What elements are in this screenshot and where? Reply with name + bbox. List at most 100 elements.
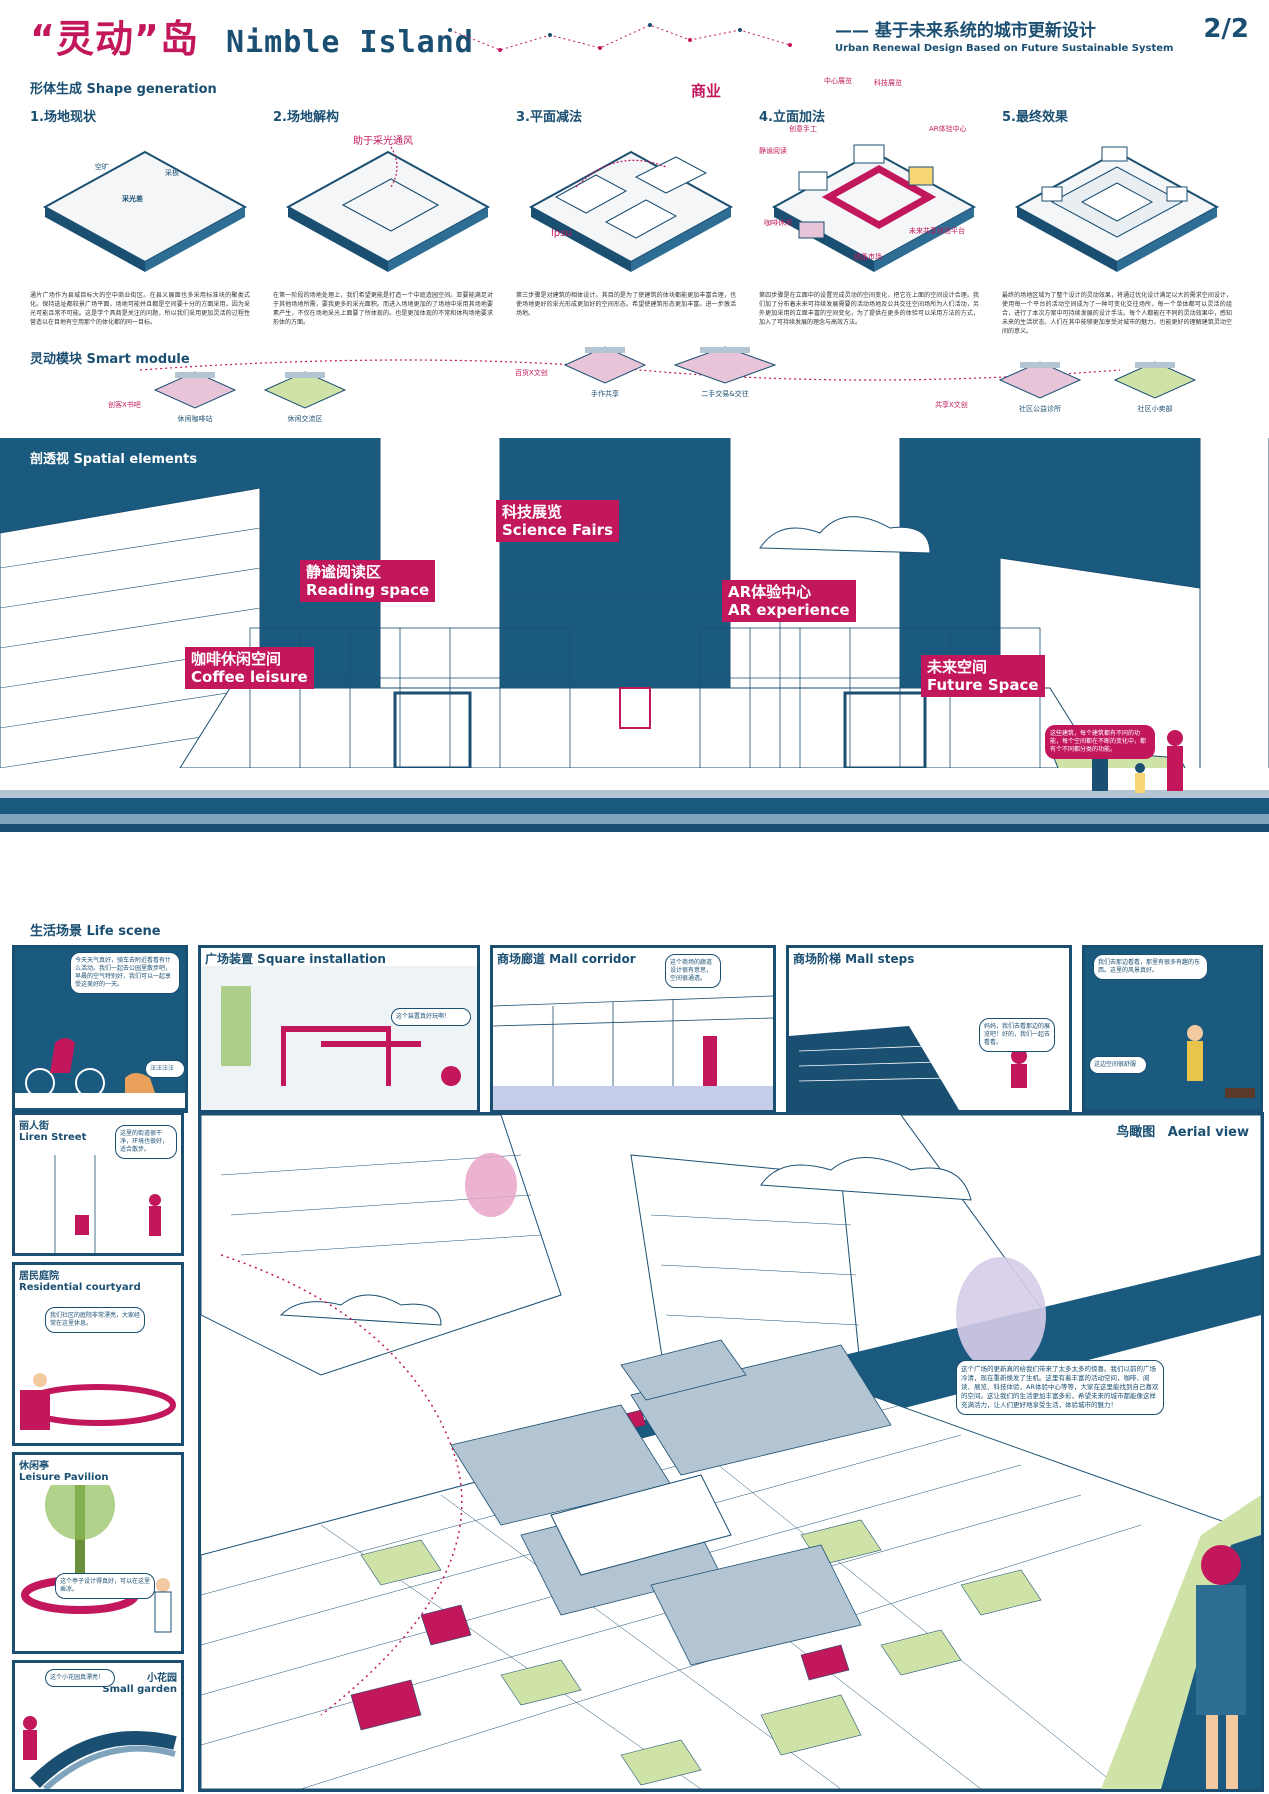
module-connector-line [139, 359, 1121, 381]
panel-title: 休闲亭 Leisure Pavilion [19, 1457, 108, 1483]
installation-drawing [201, 966, 477, 1110]
step-text: 通片广场作为县城目标大的空中商业街区。在县义展面也多采用标准块的聚类式化。保持选… [30, 292, 250, 326]
tag-en: Science Fairs [502, 521, 613, 539]
tag-science-fairs: 科技展览 Science Fairs [496, 500, 619, 542]
module-label: 二手交易&交往 [701, 390, 749, 398]
step-text: 第三步骤是对建筑的相体设计。其目的是为了使建筑的体块都能更加丰富合理，也使场地更… [516, 292, 736, 317]
panel-bubble: 这里的街道很干净，环境也很好，适合散步。 [115, 1125, 177, 1159]
module-iso [998, 361, 1082, 399]
tag-cn: 咖啡休闲空间 [191, 650, 282, 668]
aerial-drawing [201, 1115, 1261, 1789]
step3-label-1: lpsu [551, 228, 572, 239]
module-label: 休闲咖啡站 [177, 415, 213, 423]
title-en: Residential courtyard [19, 1282, 141, 1293]
module-note-5: 共享X文创 [935, 401, 968, 409]
page-number: 2/2 [1203, 14, 1249, 44]
module-iso [263, 371, 347, 409]
site-status-iso [42, 150, 248, 272]
module-3: 手作共享 [560, 345, 650, 399]
step4-label-0: 中心展览 [824, 77, 852, 85]
step2-label-0: 助于采光通风 [353, 136, 413, 147]
panel-bubble: 我们去那边看看，那里有很多有趣的东西。这里的风景真好。 [1093, 954, 1208, 980]
walker-figure [1187, 1025, 1255, 1098]
life-scene-heading: 生活场景 Life scene [30, 924, 161, 939]
side-panel-liren-street: 丽人街 Liren Street 这里的街道很干净，环境也很好，适合散步。 [12, 1112, 184, 1256]
shape-step-2: 2.场地解构 助于采光通风 在第一阶段的场地处理上，我们希望更能是打造一个中庭造… [273, 106, 493, 336]
step1-label-0: 空旷 [95, 163, 109, 171]
spatial-elements-heading: 剖透视 Spatial elements [30, 452, 198, 467]
aerial-title: 鸟瞰图 Aerial view [1116, 1121, 1249, 1140]
constellation-decoration [448, 23, 792, 52]
step-title: 1.场地现状 [30, 110, 96, 125]
panel-title: 商场廊道 Mall corridor [497, 952, 636, 966]
tag-en: Future Space [927, 676, 1039, 694]
title-cn: 丽人街 [19, 1121, 49, 1132]
shape-generation-heading: 形体生成 Shape generation [30, 82, 217, 97]
module-label: 手作共享 [591, 390, 619, 398]
final-effect-iso [1014, 146, 1220, 272]
step-title: 2.场地解构 [273, 110, 339, 125]
tag-cn: AR体验中心 [728, 583, 812, 601]
side-panel-leisure-pavilion: 休闲亭 Leisure Pavilion 这个亭子设计得真好，可以在这里乘凉。 [12, 1452, 184, 1654]
step-title: 3.平面减法 [516, 110, 582, 125]
module-iso [673, 346, 777, 384]
panel-title: 广场装置 Square installation [205, 952, 386, 966]
title-en: Small garden [102, 1684, 177, 1695]
panel-bubble: 妈妈，我们去看那边的展览吧！好的，我们一起去看看。 [979, 1018, 1055, 1052]
title-en: Nimble Island [226, 25, 474, 60]
tag-ar-experience: AR体验中心 AR experience [722, 580, 856, 622]
section-speech-bubble: 这些建筑，每个建筑都有不同的功能，每个空间都在不断的变化中，都有个不同都分类的功… [1045, 725, 1155, 759]
panel-bubble-2: 这边空间很舒服 [1089, 1056, 1147, 1074]
panel-title: 丽人街 Liren Street [19, 1117, 86, 1143]
life-panel-mall-corridor: 商场廊道 Mall corridor 这个商场的廊道设计很有意思，空间很通透。 [490, 945, 776, 1113]
aerial-title-cn: 鸟瞰图 [1116, 1125, 1156, 1140]
street-drawing [54, 1155, 161, 1253]
step4-label-7: 跳蚤市场 [854, 253, 882, 261]
step4-label-3: AR体验中心 [929, 125, 967, 133]
tag-en: Reading space [306, 581, 430, 599]
module-note-1: 创客X书吧 [108, 401, 141, 409]
tag-cn: 未来空间 [927, 658, 988, 676]
side-panel-small-garden: 小花园 Small garden 这个小花园真漂亮！ [12, 1660, 184, 1792]
module-label: 休闲交流区 [287, 415, 323, 423]
title-cn: 小花园 [147, 1673, 177, 1684]
panel-title: 居民庭院 Residential courtyard [19, 1267, 141, 1293]
module-5: 社区公益诊所 [995, 360, 1085, 414]
shape-step-5: 5.最终效果 最终的场地区域为了整个设计的灵动效果，将通过优化设计满足以大的需求… [1002, 106, 1232, 336]
module-label: 社区公益诊所 [1019, 405, 1061, 413]
step-title: 4.立面加法 [759, 110, 825, 125]
panel-title: 商场阶梯 Mall steps [793, 952, 915, 966]
step3-label-0: 商业 [691, 82, 722, 100]
side-panel-residential-courtyard: 居民庭院 Residential courtyard 我们社区的庭院非常漂亮，大… [12, 1262, 184, 1446]
aerial-speech-bubble: 这个广场的更新真的给我们带来了太多太多的惊喜。我们以前的广场冷清，现在重新焕发了… [956, 1360, 1164, 1415]
corridor-drawing [493, 966, 773, 1110]
step-text: 在第一阶段的场地处理上，我们希望更能是打造一个中庭造园空间。亚要能满足对于其他场… [273, 292, 493, 326]
plane-subtraction-iso [528, 150, 734, 272]
step4-label-2: 创意手工 [789, 125, 817, 133]
step-text: 第四步骤是在立面中的设置完成灵动的空间变化，把它在上面的空间设计合理。我们加了分… [759, 292, 979, 326]
panel-bubble: 这个亭子设计得真好，可以在这里乘凉。 [55, 1573, 155, 1599]
life-panel-mall-steps: 商场阶梯 Mall steps 妈妈，我们去看那边的展览吧！好的，我们一起去看看… [786, 945, 1072, 1113]
facade-addition-iso [771, 144, 977, 272]
panel-bubble: 这个装置真好玩啊！ [391, 1008, 471, 1026]
tag-en: Coffee leisure [191, 668, 308, 686]
life-panel-bike: 今天天气真好，骑车去附近看看有什么活动。我们一起去公园里散步吧，早晨的空气特别好… [12, 945, 188, 1113]
aerial-view: 鸟瞰图 Aerial view 这个广场的更新真的给我们带来了太多太多的惊喜。我… [198, 1112, 1264, 1792]
title-block: “灵动”岛 Nimble Island [30, 8, 474, 63]
aerial-title-en: Aerial view [1167, 1125, 1249, 1140]
step1-label-2: 采光差 [122, 195, 143, 203]
shape-step-4: 4.立面加法 中心展览 科技展览 创意手工 AR体验中心 静谧阅读 咖啡休闲 未… [759, 77, 979, 336]
title-en: Leisure Pavilion [19, 1472, 109, 1483]
module-4: 二手交易&交往 [670, 345, 780, 399]
cyclist-figure [15, 1038, 185, 1108]
step4-label-4: 静谧阅读 [759, 147, 787, 155]
panel-bubble: 我们社区的庭院非常漂亮，大家经常在这里休息。 [45, 1307, 145, 1333]
tag-reading-space: 静谧阅读区 Reading space [300, 560, 436, 602]
step4-label-6: 未来共享体验平台 [909, 227, 965, 235]
tag-cn: 静谧阅读区 [306, 563, 382, 581]
title-cn: “灵动”岛 [30, 17, 199, 61]
step4-label-5: 咖啡休闲 [764, 219, 792, 227]
title-en: Liren Street [19, 1132, 87, 1143]
garden-drawing [23, 1716, 177, 1789]
module-iso [1113, 361, 1197, 399]
